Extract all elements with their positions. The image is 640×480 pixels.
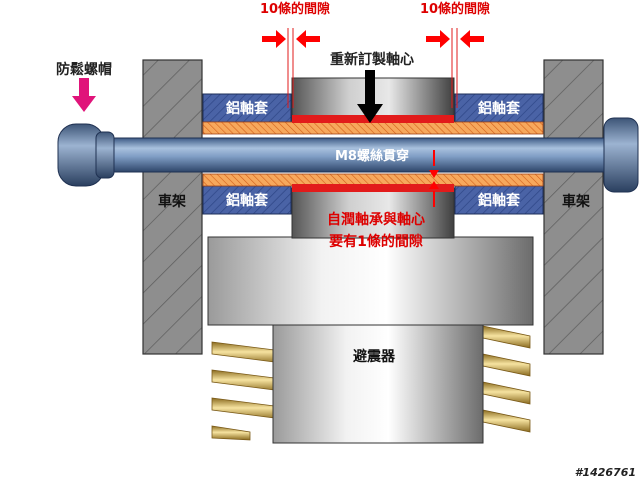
anti-loose-nut (57, 123, 115, 187)
anti-loose-nut-label: 防鬆螺帽 (56, 61, 112, 78)
bolt-label: M8螺絲貫穿 (335, 148, 409, 164)
spring-coils (211, 325, 531, 441)
shock-absorber-label: 避震器 (353, 348, 396, 365)
bearing-strips (202, 115, 544, 192)
shaft-pointer-arrow (357, 70, 383, 123)
m8-bolt (111, 117, 639, 193)
clearance-note-line2: 要有1條的間隙 (329, 233, 423, 250)
nut-pointer-arrow (72, 78, 96, 112)
bushing-label-top-left: 鋁軸套 (226, 100, 268, 117)
gap-label-right: 10條的間隙 (420, 1, 490, 17)
frame-label-left: 車架 (158, 193, 186, 210)
bushing-label-bottom-right: 鋁軸套 (478, 192, 520, 209)
gap-arrows (262, 30, 484, 48)
bushing-label-top-right: 鋁軸套 (478, 100, 520, 117)
watermark: #1426761 (575, 466, 636, 479)
custom-shaft-label: 重新訂製軸心 (330, 51, 414, 68)
bushing-label-bottom-left: 鋁軸套 (226, 192, 268, 209)
gap-guide-lines (287, 28, 458, 108)
aluminum-bushings (202, 93, 544, 215)
frame-label-right: 車架 (562, 193, 590, 210)
clearance-arrows (429, 150, 439, 207)
gap-label-left: 10條的間隙 (260, 1, 330, 17)
clearance-note-line1: 自潤軸承與軸心 (327, 211, 425, 228)
frame-plates (142, 59, 604, 355)
